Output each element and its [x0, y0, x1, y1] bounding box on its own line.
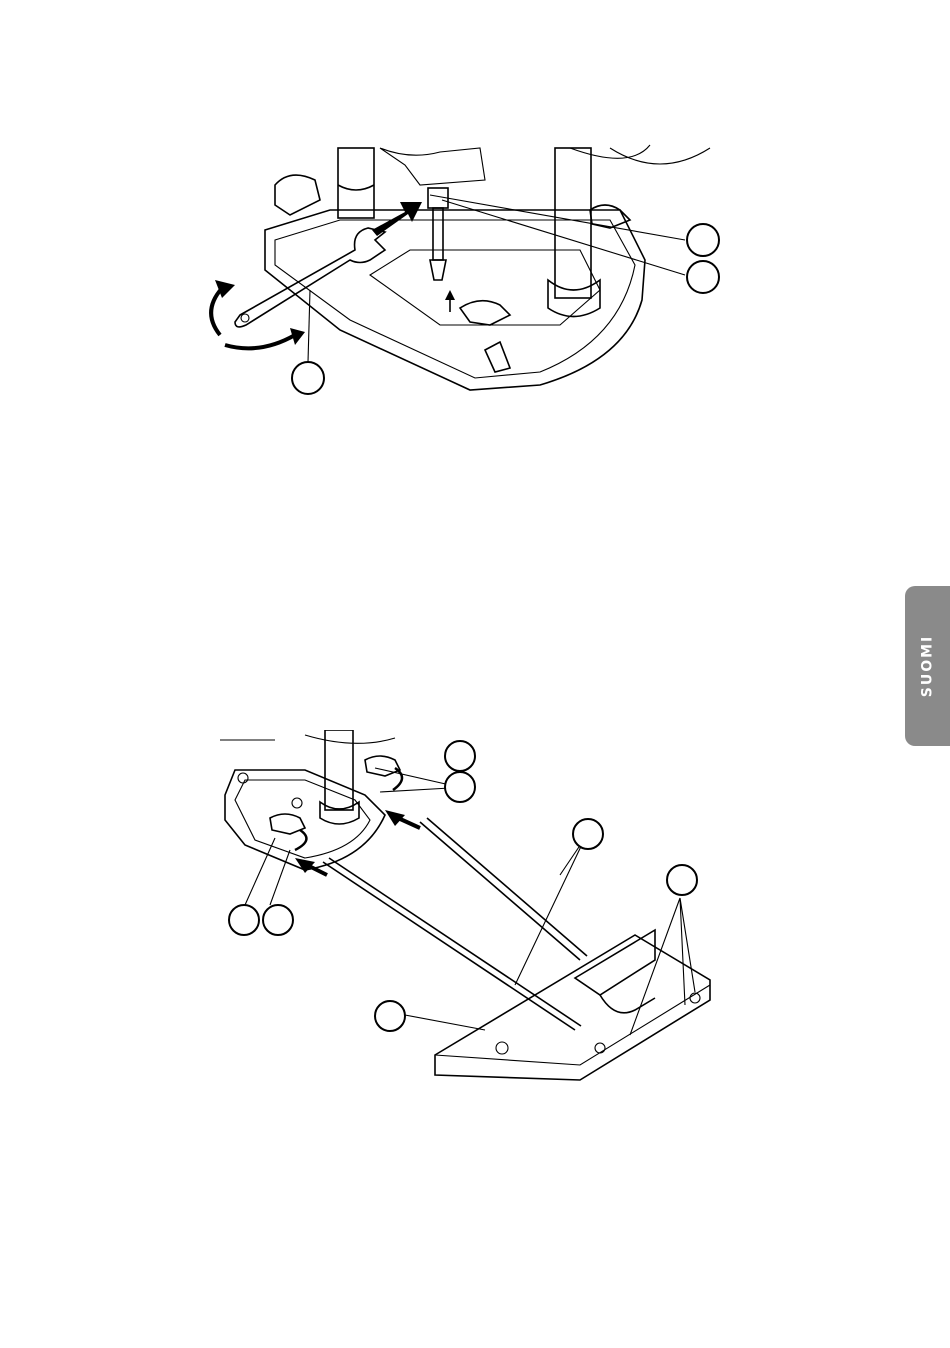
callout-knob-upper-a [445, 741, 475, 771]
callout-collet-nut [687, 224, 719, 256]
language-tab-label: SUOMI [920, 635, 936, 698]
router-bit-change-drawing [180, 140, 740, 400]
callout-knob-lower-b [263, 905, 293, 935]
router-base-fragment [225, 770, 385, 870]
callout-collet [687, 261, 719, 293]
callout-fence [375, 1001, 405, 1031]
callout-screws [667, 865, 697, 895]
parallel-guide-drawing [215, 730, 720, 1085]
parallel-guide-illustration [215, 730, 720, 1085]
callout-knob-upper-b [445, 772, 475, 802]
callout-wrench [292, 362, 324, 394]
left-column [338, 148, 374, 218]
callout-guide-rods [573, 819, 603, 849]
router-bit-shank [433, 208, 443, 260]
depth-stop [275, 175, 320, 215]
language-side-tab: SUOMI [905, 586, 950, 746]
router-bit-change-illustration [180, 140, 740, 400]
callout-knob-lower-a [229, 905, 259, 935]
guide-rod-lower [323, 862, 575, 1030]
guide-rod-upper [420, 822, 580, 960]
wrench [235, 228, 385, 327]
locking-knob-front [460, 301, 510, 325]
